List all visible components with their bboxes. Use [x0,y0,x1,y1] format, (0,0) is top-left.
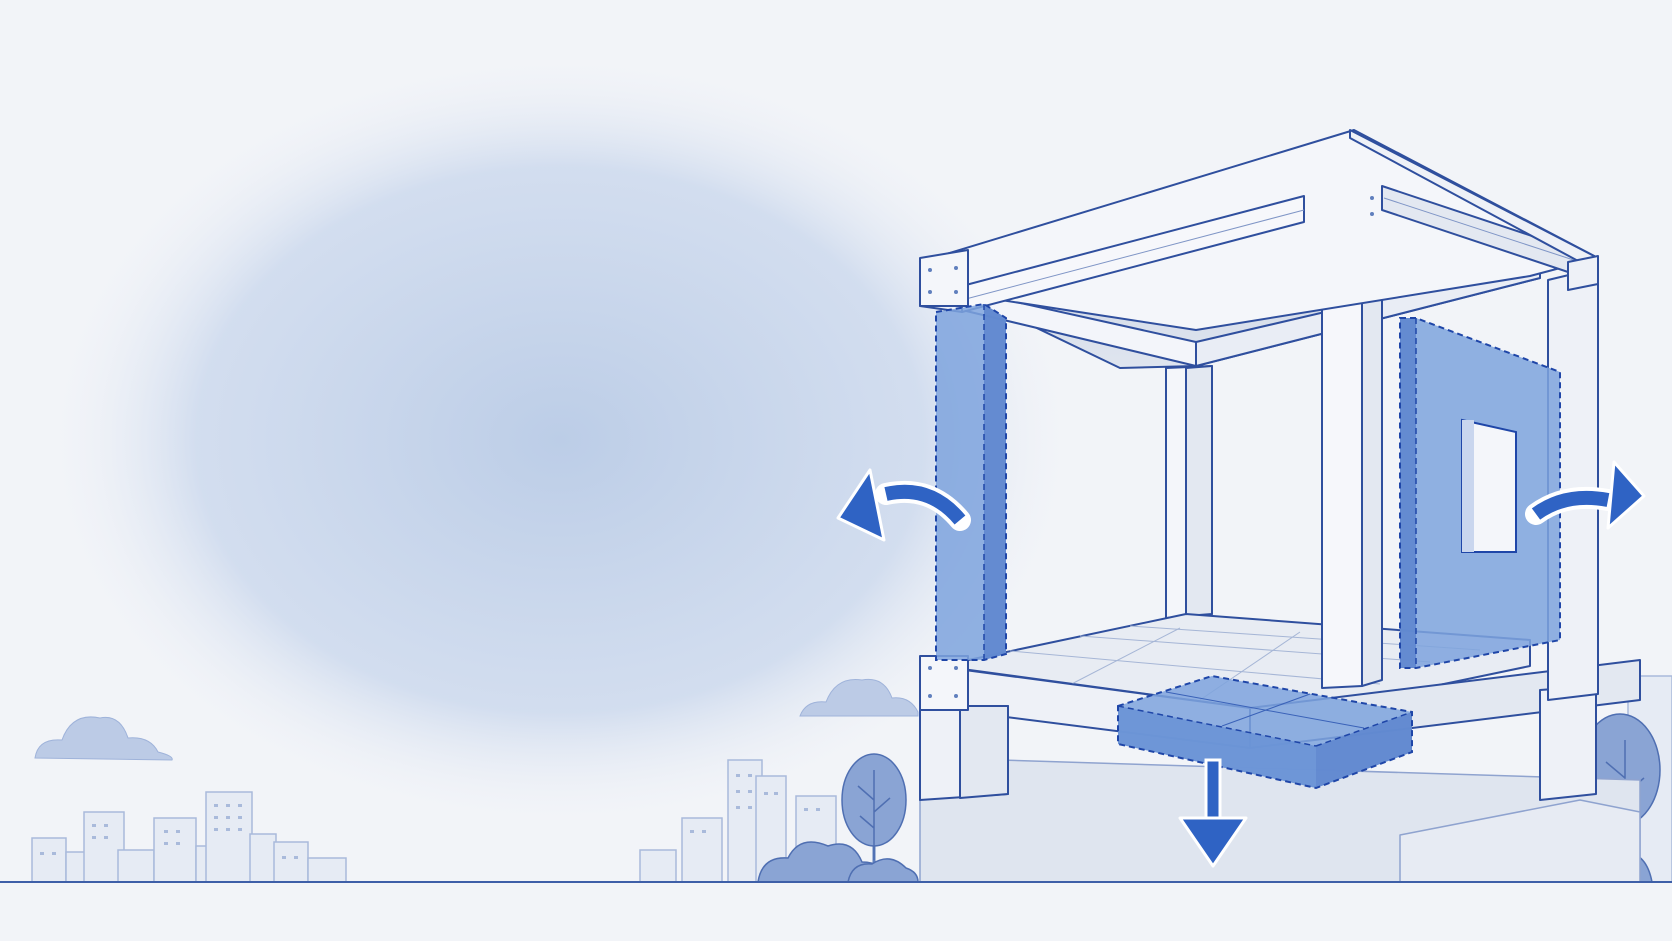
bush-center-icon [757,841,919,883]
floor-joint-left [919,655,969,711]
city-skyline-left [31,791,347,883]
down-arrow-icon [1178,758,1248,868]
tree-center-icon [841,753,907,880]
left-curved-arrow-icon [836,468,971,542]
cloud-right-icon [799,678,919,717]
roof-edge-lines [961,197,1599,301]
stair-block [1399,799,1641,883]
city-windows-center [690,774,820,833]
removed-column [935,302,1007,661]
roof-joint-left [919,249,969,307]
removed-wall-panel [1399,317,1561,669]
right-curved-arrow-icon [1525,460,1646,530]
roof-joint-right [1567,255,1599,291]
lower-column-right [1539,685,1597,801]
city-windows-left [40,804,298,859]
back-column-left-side [1185,365,1213,617]
removed-floor-slab [1117,674,1413,790]
building-frame [919,129,1641,883]
lower-column-left-side [959,705,1009,799]
background-haze [40,50,1080,830]
cloud-left-icon [34,716,173,761]
